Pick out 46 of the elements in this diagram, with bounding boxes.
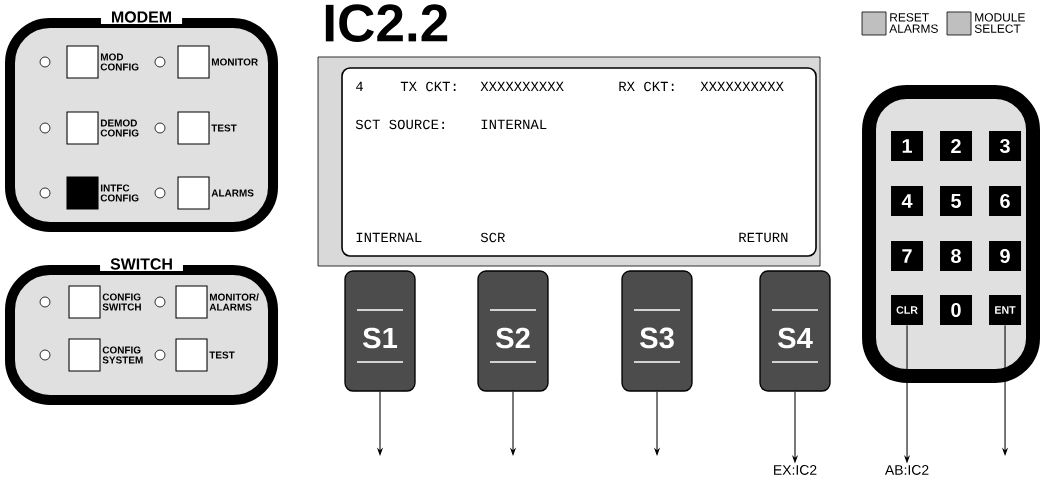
panel-button: MONITOR/ ALARMS [154, 285, 259, 319]
panel-button: CONFIG SWITCH [39, 285, 141, 319]
soft-key: S3 [621, 270, 693, 392]
keypad-key: 9 [989, 241, 1022, 271]
node-label: MODEM [112, 11, 171, 23]
keypad-key: 8 [940, 241, 972, 271]
keypad-key: 6 [989, 186, 1022, 216]
panel-button: RESET ALARMS [861, 11, 938, 36]
node-label: MONITOR [211, 58, 258, 66]
node-label: INTFC CONFIG [100, 184, 139, 202]
key-code-label: EX:IC2 [774, 465, 817, 475]
node-label: TEST [211, 124, 237, 132]
panel-button: MONITOR [154, 45, 258, 79]
panel-button: TEST [154, 338, 235, 372]
panel-button: TEST [154, 111, 237, 145]
soft-key: S2 [477, 270, 549, 392]
panel-button: MODULE SELECT [946, 11, 1025, 36]
node-label: CONFIG SYSTEM [102, 346, 143, 364]
node-label: MODULE SELECT [974, 13, 1025, 33]
keypad-key: CLR [891, 295, 924, 325]
node-label: MOD CONFIG [100, 53, 139, 71]
node-label: MONITOR/ ALARMS [209, 293, 259, 311]
keypad-key: 7 [891, 241, 924, 271]
keypad-key: ENT [989, 295, 1022, 325]
keypad-key: 3 [989, 131, 1022, 161]
title: IC2.2 [325, 4, 448, 42]
panel-button: CONFIG SYSTEM [39, 338, 143, 372]
node-label: ALARMS [211, 189, 254, 197]
panel-button: MOD CONFIG [39, 45, 139, 79]
keypad-key: 1 [891, 131, 924, 161]
keypad-key: 0 [940, 295, 972, 325]
panel-button: INTFC CONFIG [39, 176, 139, 210]
node-label: DEMOD CONFIG [100, 119, 139, 137]
soft-key: S1 [344, 270, 416, 392]
keypad-key: 4 [891, 186, 924, 216]
panel-button: ALARMS [154, 176, 254, 210]
keypad-key: 2 [940, 131, 972, 161]
node-label: RESET ALARMS [889, 13, 938, 33]
node-label: SWITCH [110, 258, 172, 270]
panel-button: DEMOD CONFIG [39, 111, 139, 145]
keypad-key: 5 [940, 186, 972, 216]
display-screen: 4 TX CKT: XXXXXXXXXX RX CKT: XXXXXXXXXX SCT SOURCE: INTERNAL INTERNAL SCR RETURN [317, 56, 821, 267]
key-code-label: AB:IC2 [884, 465, 929, 475]
soft-key: S4 [759, 270, 831, 392]
node-label: TEST [209, 351, 235, 359]
node-label: CONFIG SWITCH [102, 293, 141, 311]
